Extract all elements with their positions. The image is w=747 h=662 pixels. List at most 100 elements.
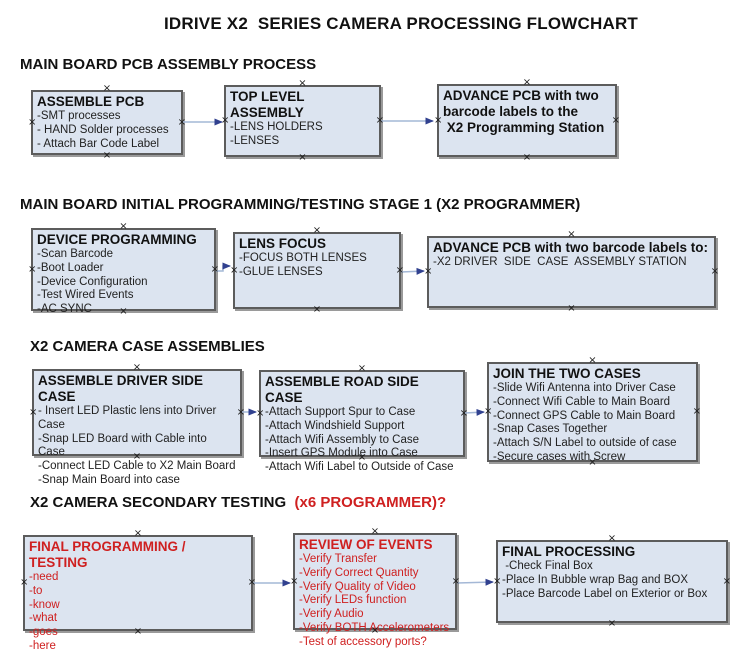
box-item: -Insert GPS Module into Case xyxy=(265,447,418,460)
connector-handle-icon: × xyxy=(29,406,38,418)
connector-handle-icon: × xyxy=(607,618,617,629)
flow-box-review-of-events[interactable]: ×××× REVIEW OF EVENTS -Verify Transfer -… xyxy=(290,527,460,648)
box-title: ADVANCE PCB with two barcode labels to: xyxy=(433,240,709,255)
flow-box-advance-pcb-programming-station[interactable]: ×××× ADVANCE PCB with two barcode labels… xyxy=(434,78,620,163)
arrow-lensfocus-to-advance xyxy=(400,267,425,275)
connector-handle-icon: × xyxy=(710,266,719,277)
box-item: -Secure cases with Screw xyxy=(493,450,626,463)
flow-box-assemble-pcb[interactable]: ×××× ASSEMBLE PCB -SMT processes - HAND … xyxy=(28,84,186,161)
arrow-roadside-to-join xyxy=(464,408,485,416)
connector-handle-icon: × xyxy=(132,362,142,373)
box-item: -X2 DRIVER SIDE CASE ASSEMBLY STATION xyxy=(433,256,687,268)
box-item: -Snap Cases Together xyxy=(493,423,608,436)
connector-handle-icon: × xyxy=(370,526,380,537)
flow-box-advance-pcb-driver-side[interactable]: × × × × ADVANCE PCB with two barcode labels… xyxy=(424,230,719,314)
connector-handle-icon: × xyxy=(722,575,731,587)
flow-box-lens-focus[interactable]: ×××× LENS FOCUS -FOCUS BOTH LENSES -GLUE… xyxy=(230,226,404,315)
connector-handle-icon: × xyxy=(298,78,307,89)
box-item: -Attach Wifi Assembly to Case xyxy=(265,433,420,446)
box-item: -Place In Bubble wrap Bag and BOX xyxy=(502,573,689,586)
section-header-pcb-assembly: MAIN BOARD PCB ASSEMBLY PROCESS xyxy=(20,56,317,73)
connector-handle-icon: × xyxy=(298,152,307,163)
connector-handle-icon: × xyxy=(692,406,701,417)
box-title: ASSEMBLE ROAD SIDE CASE xyxy=(265,374,423,405)
box-item: -need xyxy=(29,571,59,583)
connector-handle-icon: × xyxy=(395,264,404,276)
box-item: -Scan Barcode xyxy=(37,248,114,260)
connector-handle-icon: × xyxy=(230,264,239,276)
box-item: -Verify BOTH Accelerometers xyxy=(299,621,450,634)
box-item: -Test Wired Events xyxy=(37,289,134,302)
box-item: -GLUE LENSES xyxy=(239,265,323,278)
connector-handle-icon: × xyxy=(28,263,37,275)
box-item: -SMT processes xyxy=(37,110,121,122)
box-item: - Insert LED Plastic lens into Driver Ca… xyxy=(38,405,220,431)
connector-handle-icon: × xyxy=(312,304,322,315)
connector-handle-icon: × xyxy=(607,533,617,544)
connector-handle-icon: × xyxy=(522,77,532,88)
box-item: -LENS HOLDERS xyxy=(230,121,323,133)
box-item: -Verify Correct Quantity xyxy=(299,566,419,579)
connector-handle-icon: × xyxy=(102,83,112,94)
box-item: -LENSES xyxy=(230,134,280,147)
connector-handle-icon: × xyxy=(451,575,460,587)
flow-box-device-programming[interactable]: ×××× DEVICE PROGRAMMING -Scan Barcode -B… xyxy=(28,222,219,317)
box-item: -Attach Wifi Label to Outside of Case xyxy=(265,461,454,474)
section-header-initial-programming: MAIN BOARD INITIAL PROGRAMMING/TESTING S… xyxy=(20,196,581,213)
connector-handle-icon: × xyxy=(434,114,443,126)
box-item: -what xyxy=(29,612,58,625)
box-item: -Verify Transfer xyxy=(299,553,377,565)
box-item: -here xyxy=(29,639,56,652)
box-item: -Check Final Box xyxy=(502,560,593,572)
connector-handle-icon: × xyxy=(375,115,384,126)
connector-handle-icon: × xyxy=(522,152,532,163)
box-item: -to xyxy=(29,584,43,597)
connector-handle-icon: × xyxy=(256,407,265,419)
box-item: -Verify LEDs function xyxy=(299,594,407,607)
connector-handle-icon: × xyxy=(28,116,37,128)
flow-box-final-programming-testing[interactable]: ×××× FINAL PROGRAMMING / TESTING -need -… xyxy=(20,529,256,652)
section-header-black-part: X2 CAMERA SECONDARY TESTING xyxy=(30,494,291,511)
box-item: -Verify Audio xyxy=(299,608,364,621)
connector-handle-icon: × xyxy=(290,575,299,587)
box-item: - HAND Solder processes xyxy=(37,123,169,136)
box-item: -Connect GPS Cable to Main Board xyxy=(493,409,676,422)
section-header-red-part: (x6 PROGRAMMER)? xyxy=(290,494,447,511)
flow-box-join-the-two-cases[interactable]: ×××× JOIN THE TWO CASES -Slide Wifi Ante… xyxy=(484,356,701,468)
connector-handle-icon: × xyxy=(567,229,576,240)
box-title: DEVICE PROGRAMMING xyxy=(37,232,197,247)
flow-box-assemble-driver-side-case[interactable]: ×××× ASSEMBLE DRIVER SIDE CASE - Insert … xyxy=(29,363,245,486)
box-item: -FOCUS BOTH LENSES xyxy=(239,252,367,264)
box-item: -Attach S/N Label to outside of case xyxy=(493,437,677,450)
flow-box-assemble-road-side-case[interactable]: ×××× ASSEMBLE ROAD SIDE CASE -Attach Sup… xyxy=(256,364,468,474)
box-title: ASSEMBLE DRIVER SIDE CASE xyxy=(38,373,207,404)
box-item: -Verify Quality of Video xyxy=(299,580,416,593)
box-item: -Boot Loader xyxy=(37,261,104,274)
box-item: -AC SYNC xyxy=(37,303,92,316)
connector-handle-icon: × xyxy=(20,577,29,588)
box-item: -Device Configuration xyxy=(37,275,148,288)
connector-handle-icon: × xyxy=(588,355,597,366)
connector-handle-icon: × xyxy=(210,263,219,275)
connector-handle-icon: × xyxy=(493,575,502,587)
section-header-secondary-testing: X2 CAMERA SECONDARY TESTING (x6 PROGRAMM… xyxy=(30,494,446,511)
box-item: -Attach Windshield Support xyxy=(265,419,405,432)
box-item: -Place Barcode Label on Exterior or Box xyxy=(502,587,708,600)
connector-handle-icon: × xyxy=(221,115,230,126)
connector-handle-icon: × xyxy=(484,406,493,417)
box-title: LENS FOCUS xyxy=(239,236,327,251)
connector-handle-icon: × xyxy=(177,116,186,128)
connector-handle-icon: × xyxy=(247,577,256,588)
flow-box-final-processing[interactable]: ×××× FINAL PROCESSING -Check Final Box -… xyxy=(493,534,731,629)
connector-handle-icon: × xyxy=(611,114,620,126)
section-header-case-assemblies: X2 CAMERA CASE ASSEMBLIES xyxy=(30,338,265,355)
flow-box-top-level-assembly[interactable]: ×××× TOP LEVEL ASSEMBLY -LENS HOLDERS -L… xyxy=(221,79,384,163)
box-title: REVIEW OF EVENTS xyxy=(299,537,433,552)
box-item: -know xyxy=(29,598,60,611)
box-title: ASSEMBLE PCB xyxy=(37,94,145,109)
connector-handle-icon: × xyxy=(133,528,143,539)
connector-handle-icon: × xyxy=(567,303,576,314)
arrow-device-to-lensfocus xyxy=(216,262,231,272)
connector-handle-icon: × xyxy=(424,266,433,277)
